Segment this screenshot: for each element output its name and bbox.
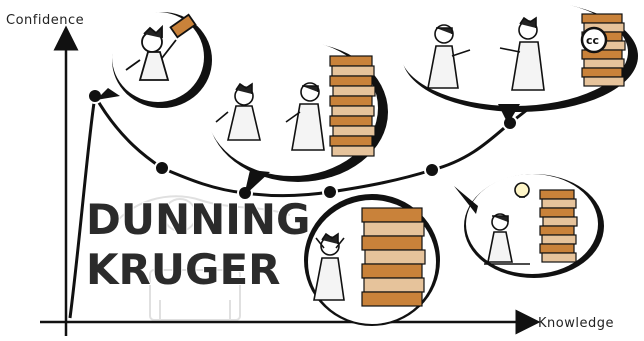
x-axis-label: Knowledge — [538, 316, 614, 331]
curve-point-descent — [155, 161, 169, 175]
curve-point-rise — [425, 163, 439, 177]
medium-book-stack-icon — [540, 190, 577, 262]
y-axis-label: Confidence — [6, 13, 84, 28]
scene-peak-bubble — [96, 12, 212, 108]
curve-point-valley — [323, 185, 337, 199]
scene-enlightenment-bubble — [454, 174, 604, 278]
scene-overconfident-bubble — [206, 40, 388, 196]
title-line-2: KRUGER — [86, 245, 281, 294]
scene-expert-bubble: cc — [400, 0, 638, 124]
creative-commons-badge: cc — [582, 28, 606, 52]
big-book-stack-icon — [362, 208, 425, 306]
cc-badge-text: cc — [586, 34, 599, 47]
scene-despair-bubble — [304, 194, 440, 326]
title-line-1: DUNNING — [86, 195, 311, 244]
tall-book-stack-icon — [330, 56, 375, 156]
curve-point-peak — [88, 89, 102, 103]
diagram-title: DUNNING KRUGER — [86, 195, 311, 294]
